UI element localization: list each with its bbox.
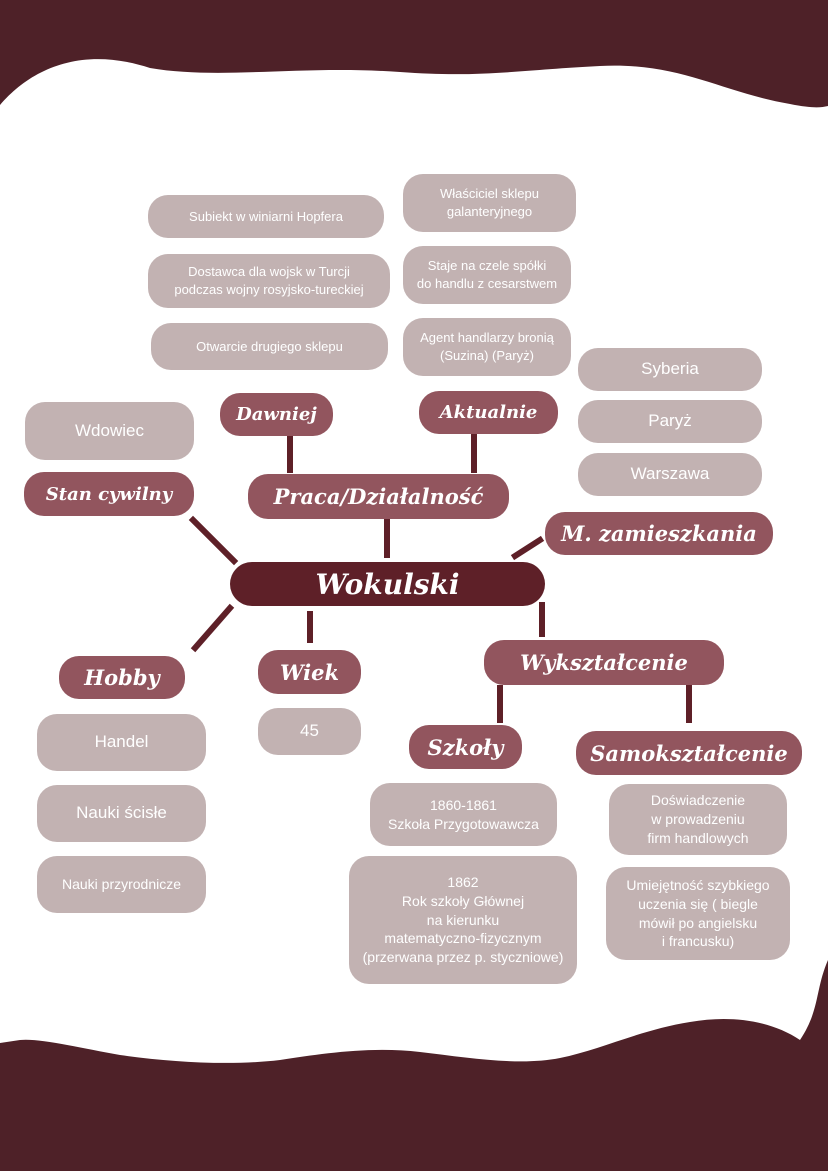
center-node: Wokulski	[230, 562, 545, 606]
leaf-aktualnie-3: Agent handlarzy bronią (Suzina) (Paryż)	[403, 318, 571, 376]
category-szkoly: Szkoły	[409, 725, 522, 769]
category-zamieszkanie: M. zamieszkania	[545, 512, 773, 555]
leaf-dawniej-3: Otwarcie drugiego sklepu	[151, 323, 388, 370]
category-samoksztalcenie: Samokształcenie	[576, 731, 802, 775]
leaf-hobby-1: Handel	[37, 714, 206, 771]
leaf-dawniej-2: Dostawca dla wojsk w Turcji podczas wojn…	[148, 254, 390, 308]
leaf-dawniej-1: Subiekt w winiarni Hopfera	[148, 195, 384, 238]
leaf-samoksztalcenie-1: Doświadczenie w prowadzeniu firm handlow…	[609, 784, 787, 855]
leaf-szkoly-1: 1860-1861 Szkoła Przygotowawcza	[370, 783, 557, 846]
category-aktualnie: Aktualnie	[419, 391, 558, 434]
leaf-aktualnie-2: Staje na czele spółki do handlu z cesars…	[403, 246, 571, 304]
category-wyksztalcenie: Wykształcenie	[484, 640, 724, 685]
leaf-zamieszkanie-3: Warszawa	[578, 453, 762, 496]
category-stan-cywilny: Stan cywilny	[24, 472, 194, 516]
leaf-hobby-3: Nauki przyrodnicze	[37, 856, 206, 913]
connector-lines	[188, 433, 692, 723]
category-hobby: Hobby	[59, 656, 185, 699]
leaf-szkoly-2: 1862 Rok szkoły Głównej na kierunku mate…	[349, 856, 577, 984]
category-dawniej: Dawniej	[220, 393, 333, 436]
category-praca: Praca/Działalność	[248, 474, 509, 519]
leaf-aktualnie-1: Właściciel sklepu galanteryjnego	[403, 174, 576, 232]
leaf-samoksztalcenie-2: Umiejętność szybkiego uczenia się ( bieg…	[606, 867, 790, 960]
leaf-hobby-2: Nauki ścisłe	[37, 785, 206, 842]
leaf-wiek-1: 45	[258, 708, 361, 755]
category-wiek: Wiek	[258, 650, 361, 694]
leaf-zamieszkanie-1: Syberia	[578, 348, 762, 391]
leaf-zamieszkanie-2: Paryż	[578, 400, 762, 443]
leaf-stan-cywilny-1: Wdowiec	[25, 402, 194, 460]
